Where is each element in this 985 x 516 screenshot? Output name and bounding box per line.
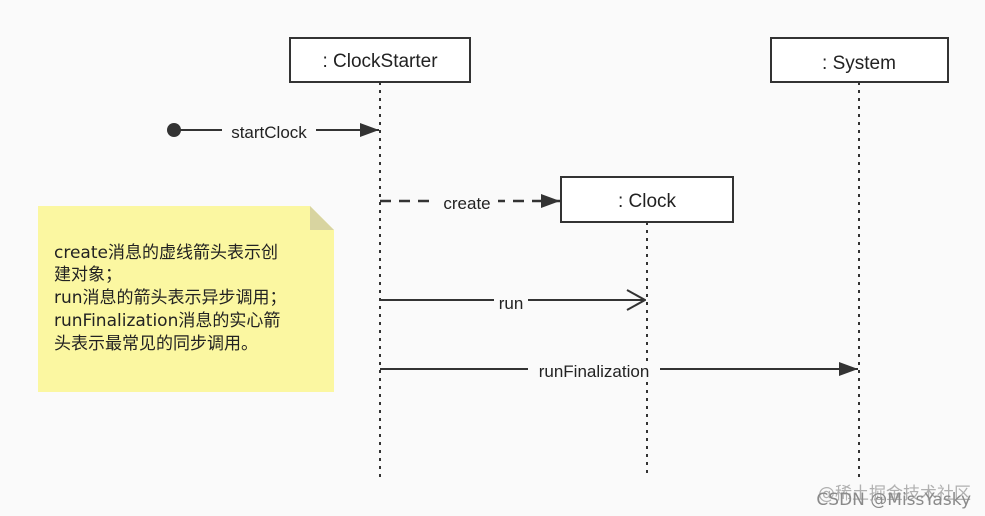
message-run-label: run xyxy=(499,294,524,313)
watermark-juejin: @稀土掘金技术社区 xyxy=(818,484,971,504)
message-create: create xyxy=(380,193,560,213)
object-system-label: : System xyxy=(822,53,896,74)
note-line-2: 建对象； xyxy=(54,265,122,285)
note-line-5: 头表示最常见的同步调用。 xyxy=(54,334,258,354)
message-create-label: create xyxy=(443,194,490,213)
message-runfinalization: runFinalization xyxy=(380,361,858,381)
sticky-note: create消息的虚线箭头表示创 建对象； run消息的箭头表示异步调用； ru… xyxy=(38,206,334,392)
object-clockstarter: : ClockStarter xyxy=(289,37,471,83)
watermark-csdn: CSDN @MissYasky xyxy=(816,490,971,510)
object-clockstarter-label: : ClockStarter xyxy=(322,51,438,72)
note-line-3: run消息的箭头表示异步调用； xyxy=(54,288,287,308)
message-run: run xyxy=(380,292,645,313)
object-clock-label: : Clock xyxy=(618,191,677,212)
message-runfinalization-label: runFinalization xyxy=(539,362,650,381)
object-clock: : Clock xyxy=(560,176,734,223)
message-startclock: startClock xyxy=(167,121,379,142)
found-message-dot xyxy=(167,123,181,137)
note-line-1: create消息的虚线箭头表示创 xyxy=(54,243,278,263)
object-system: : System xyxy=(770,37,949,83)
message-startclock-label: startClock xyxy=(231,123,307,142)
note-line-4: runFinalization消息的实心箭 xyxy=(54,311,281,331)
